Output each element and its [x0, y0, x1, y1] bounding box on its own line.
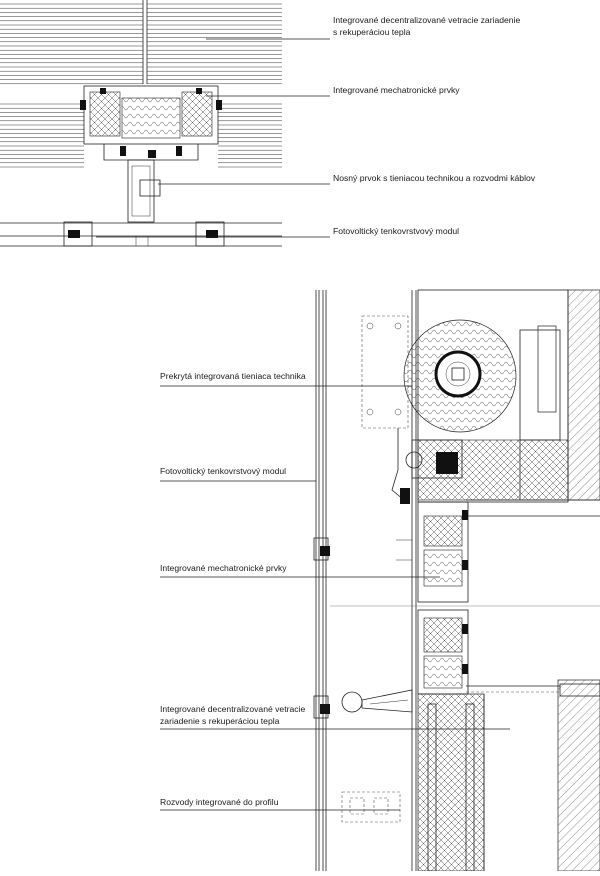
ventilation-device: [417, 693, 485, 872]
plan-section-drawing: [0, 0, 330, 247]
label-section-mechatronic: Integrované mechatronické prvky: [160, 562, 287, 574]
label-plan-support: Nosný prvok s tieniacou technikou a rozv…: [333, 172, 535, 184]
vertical-section-drawing: [160, 289, 600, 872]
label-section-shading: Prekrytá integrovaná tieniaca technika: [160, 370, 306, 382]
label-line: Integrované decentralizované vetracie za…: [333, 15, 521, 25]
ventilation-grille: [0, 0, 282, 168]
label-line: Prekrytá integrovaná tieniaca technika: [160, 371, 306, 381]
shading-guide: [391, 428, 463, 504]
label-plan-mechatronic: Integrované mechatronické prvky: [333, 84, 460, 96]
label-line: s rekuperáciou tepla: [333, 27, 411, 37]
ventilation-sill: [341, 689, 413, 713]
label-line: zariadenie s rekuperáciou tepla: [160, 716, 280, 726]
label-line: Nosný prvok s tieniacou technikou a rozv…: [333, 173, 536, 183]
label-line: Integrované mechatronické prvky: [333, 85, 460, 95]
label-section-photovoltaic: Fotovoltický tenkovrstvový modul: [160, 465, 286, 477]
label-line: Integrované mechatronické prvky: [160, 563, 287, 573]
window-frame-lower: [417, 609, 469, 695]
pv-glass-panel: [313, 290, 330, 871]
wiring-profile: [341, 791, 401, 823]
pv-module-strip: [0, 221, 282, 247]
label-line: Rozvody integrované do profilu: [160, 797, 279, 807]
frame-profile: [80, 85, 222, 161]
shading-housing: [361, 289, 569, 503]
masonry-wall: [466, 289, 600, 872]
label-line: Fotovoltický tenkovrstvový modul: [160, 466, 287, 476]
label-section-ventilation: Integrované decentralizované vetracie za…: [160, 703, 305, 727]
label-line: Fotovoltický tenkovrstvový modul: [333, 226, 460, 236]
label-plan-ventilation: Integrované decentralizované vetracie za…: [333, 14, 520, 38]
support-member: [127, 159, 161, 223]
window-frame-upper: [396, 290, 469, 871]
label-section-wiring: Rozvody integrované do profilu: [160, 796, 278, 808]
label-plan-photovoltaic: Fotovoltický tenkovrstvový modul: [333, 225, 459, 237]
label-line: Integrované decentralizované vetracie: [160, 704, 306, 714]
